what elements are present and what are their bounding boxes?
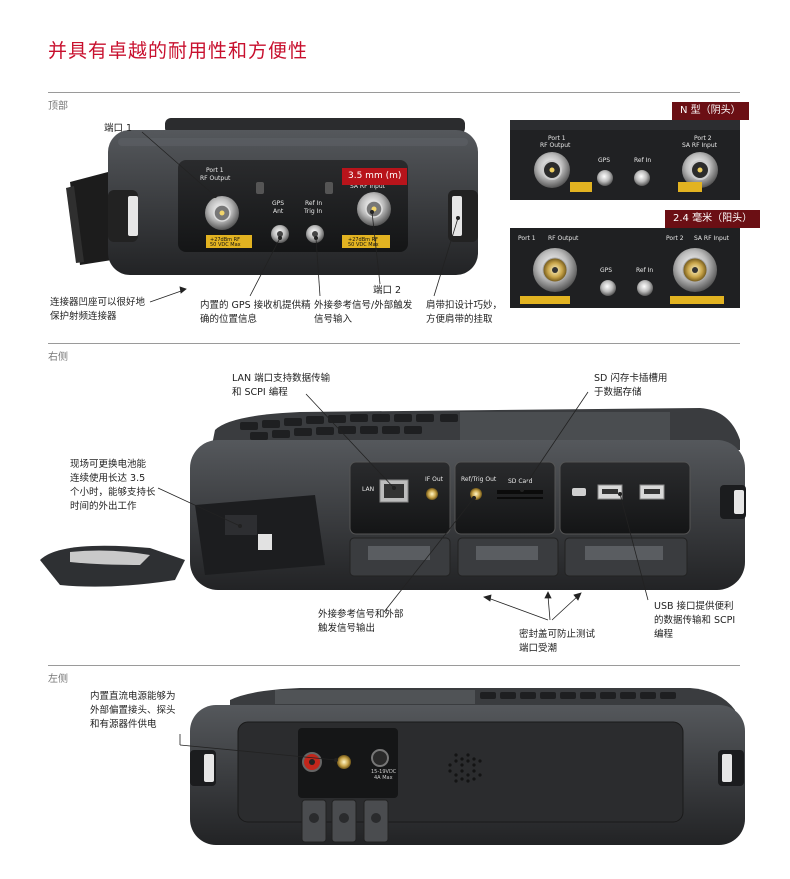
sd-card-slot xyxy=(497,490,543,494)
warning-label-2 xyxy=(342,235,390,248)
tag-3-5mm: 3.5 mm (m) xyxy=(342,168,408,185)
section-label-right: 右侧 xyxy=(48,352,68,363)
panel-lan-label: LAN xyxy=(362,486,374,493)
n-type-inset: Port 1 RF Output Port 2 SA RF Input GPS … xyxy=(510,120,740,200)
panel-sd-card-label: SD Card xyxy=(508,478,533,485)
panel-dc-a-label: 15-19VDC xyxy=(371,769,397,775)
right-leaders xyxy=(157,391,649,621)
caption-lan: LAN 端口支持数据传输 和 SCPI 编程 xyxy=(232,373,331,398)
panel-if-out-label: IF Out xyxy=(425,476,444,483)
page-title: 并具有卓越的耐用性和方便性 xyxy=(48,40,309,62)
panel-ref-in-label: Ref In xyxy=(305,200,322,207)
caption-battery: 现场可更换电池能 连续使用长达 3.5 个小时，能够支持长 时间的外出工作 xyxy=(70,459,156,512)
caption-gps: 内置的 GPS 接收机提供精 确的位置信息 xyxy=(200,300,311,325)
n-sa-rf-input-label: SA RF Input xyxy=(682,142,718,149)
usb-panel xyxy=(559,461,691,535)
top-view-device: Port 1 RF Output GPS Ant Ref In Trig In … xyxy=(66,118,478,275)
strap-buckle-right xyxy=(452,196,462,236)
n-port2-label: Port 2 xyxy=(694,135,712,142)
warning-label-1 xyxy=(206,235,252,248)
battery-latch xyxy=(258,534,272,550)
panel-rf-output-label: RF Output xyxy=(200,175,231,182)
tag-2-4mm: 2.4 毫米（阳头） xyxy=(665,210,761,228)
caption-strap: 肩带扣设计巧妙， 方便肩带的挂取 xyxy=(426,300,503,325)
tag-n-type: N 型（阴头） xyxy=(672,102,749,120)
keypad-keys xyxy=(240,414,458,440)
n-ref-in-label: Ref In xyxy=(634,157,651,164)
n-rf-output-label: RF Output xyxy=(540,142,571,149)
body-highlight xyxy=(118,138,468,146)
divider-top xyxy=(48,92,740,93)
n-gps-label: GPS xyxy=(598,157,610,164)
mm-port1-label: Port 1 xyxy=(518,235,536,242)
dc-in-port xyxy=(371,749,389,767)
panel-gps-label: GPS xyxy=(272,200,284,207)
caption-dc-power: 内置直流电源能够为 外部偏置接头、探头 和有源器件供电 xyxy=(90,691,176,730)
section-label-left: 左侧 xyxy=(48,674,68,685)
strap-buckle-left xyxy=(128,196,138,236)
panel-trig-in-label: Trig In xyxy=(303,208,322,215)
section-label-top: 顶部 xyxy=(48,101,68,112)
panel-ant-label: Ant xyxy=(273,208,284,215)
right-side-device: LAN IF Out Ref/Trig Out SD Card xyxy=(40,408,746,590)
caption-seal: 密封盖可防止测试 端口受潮 xyxy=(519,629,596,654)
panel-warn-a-1: +27dBm RF xyxy=(210,237,240,243)
strap-edge xyxy=(66,186,84,263)
ref-trig-out-port xyxy=(470,488,482,500)
mini-usb-port xyxy=(572,488,586,496)
mm-port2-label: Port 2 xyxy=(666,235,684,242)
top-port1-label: 端口 1 xyxy=(104,123,133,134)
left-leaders xyxy=(179,734,338,763)
panel-warn-a-2: +27dBm RF xyxy=(348,237,378,243)
panel-warn-b-1: 50 VDC Max xyxy=(210,242,241,248)
panel-sa-rf-input-label: SA RF Input xyxy=(350,183,386,190)
top-port2-label: 端口 2 xyxy=(373,285,402,296)
n-port1-label: Port 1 xyxy=(548,135,566,142)
mm-sa-rf-input-label: SA RF Input xyxy=(694,235,730,242)
probe-power-port xyxy=(337,755,351,769)
caption-ref-out: 外接参考信号和外部 触发信号输出 xyxy=(318,609,404,634)
panel-warn-b-2: 50 VDC Max xyxy=(348,242,379,248)
mm-ref-in-label: Ref In xyxy=(636,267,653,274)
left-keys xyxy=(480,692,676,699)
panel-dc-b-label: 4A Max xyxy=(374,775,393,781)
mm-gps-label: GPS xyxy=(600,267,612,274)
speaker-grille xyxy=(448,753,482,783)
panel-port1-label: Port 1 xyxy=(206,167,224,174)
left-side-device: 15-19VDC 4A Max xyxy=(190,688,745,845)
mm-rf-output-label: RF Output xyxy=(548,235,579,242)
divider-right xyxy=(48,343,740,344)
top-leaders xyxy=(141,131,460,303)
divider-left xyxy=(48,665,740,666)
panel-ref-trig-out-label: Ref/Trig Out xyxy=(461,476,497,483)
mm24-inset: Port 1 RF Output Port 2 SA RF Input GPS … xyxy=(510,228,740,308)
if-out-port xyxy=(426,488,438,500)
caption-usb: USB 接口提供便利 的数据传输和 SCPI 编程 xyxy=(654,601,736,640)
caption-sd: SD 闪存卡插槽用 于数据存储 xyxy=(594,373,668,398)
caption-connector-recess: 连接器凹座可以很好地 保护射频连接器 xyxy=(50,297,146,322)
caption-ref-in: 外接参考信号/外部触发 信号输入 xyxy=(314,300,413,325)
